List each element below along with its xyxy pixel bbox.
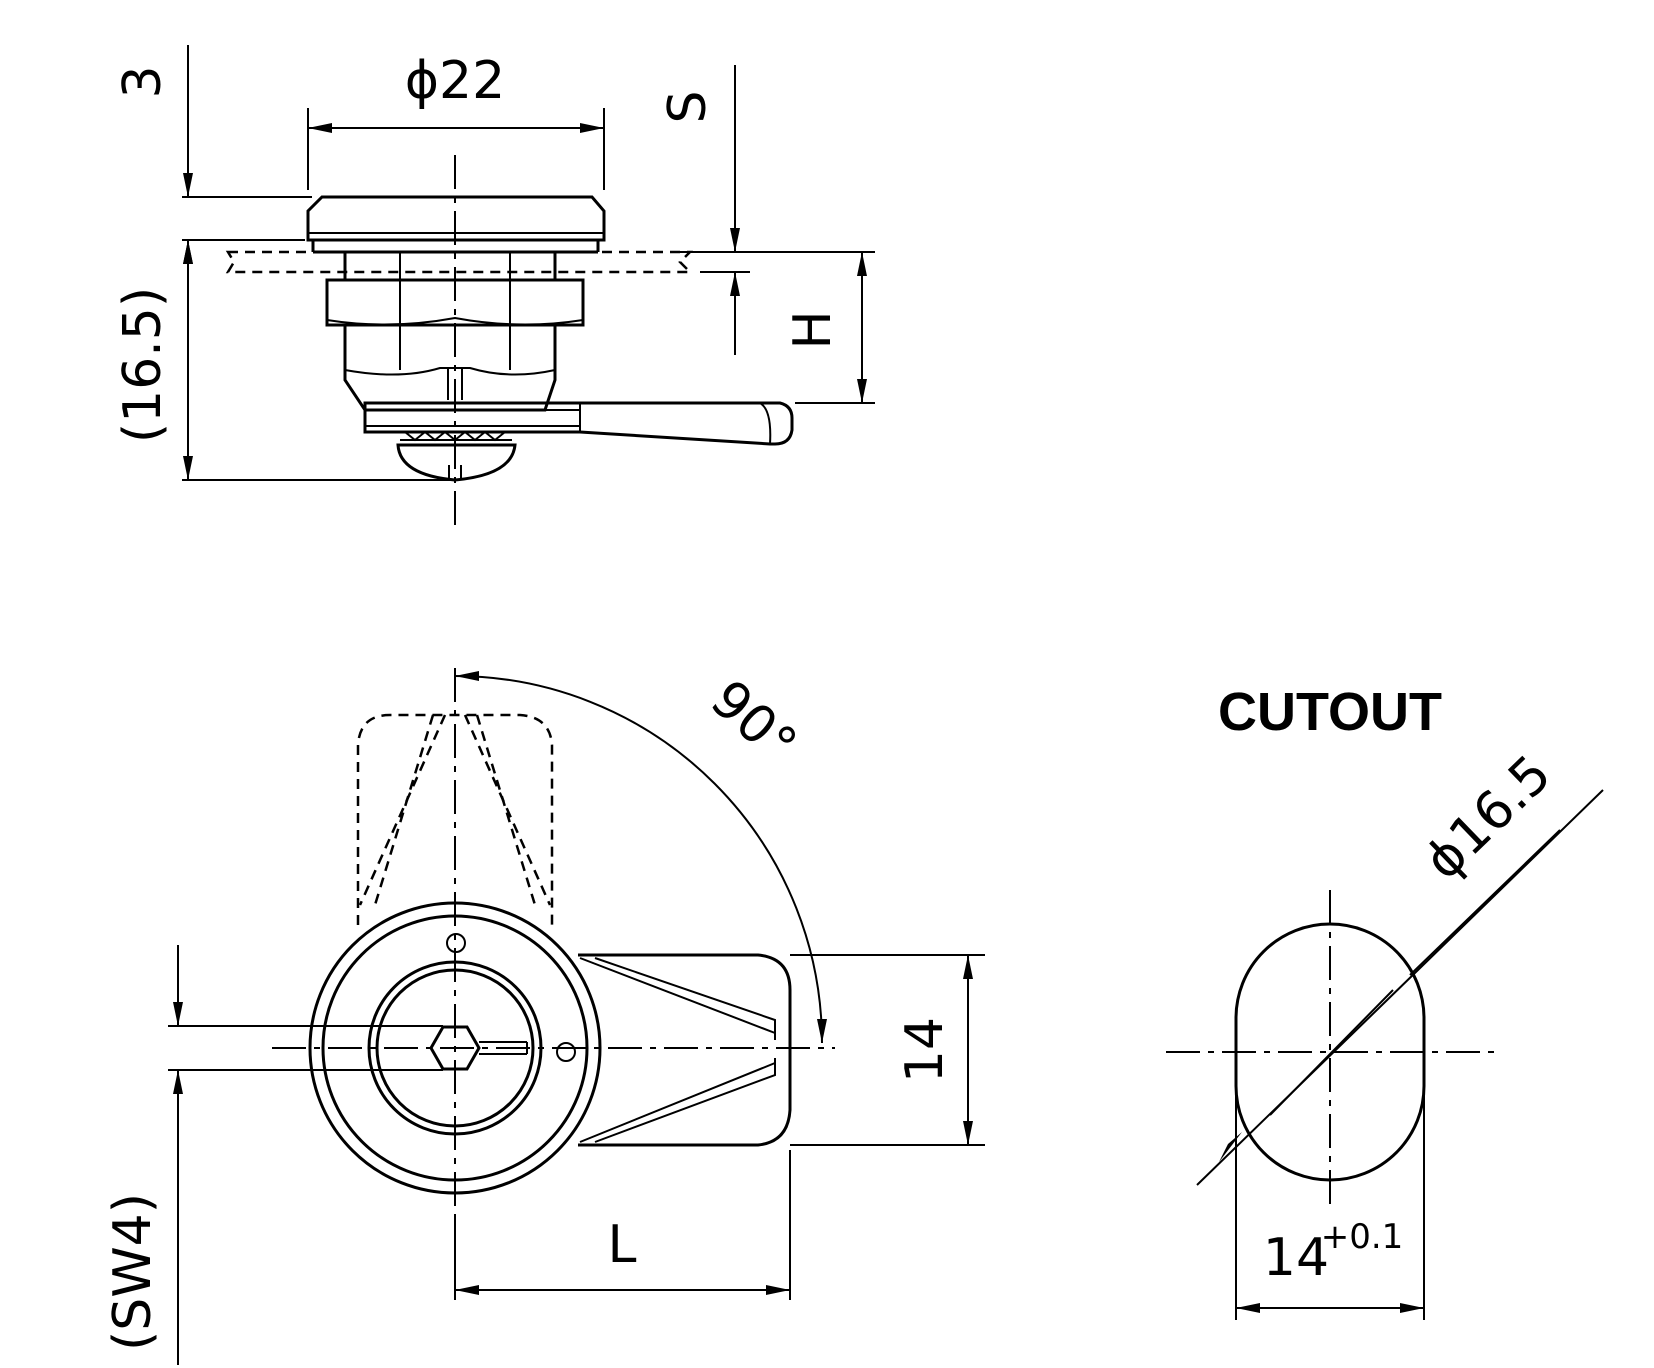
panel-outline: [225, 250, 694, 274]
dim-cutout-diameter: ϕ16.5: [1413, 744, 1563, 891]
side-view: ϕ22 3 S (16.5) H: [113, 45, 875, 525]
cam-arm: [363, 401, 794, 446]
front-view: 90° 14 L (SW4): [103, 668, 985, 1365]
dim-cutout-tolerance: +0.1: [1321, 1217, 1404, 1257]
dim-height-total: (16.5): [113, 287, 173, 443]
cam-arm-front: [578, 953, 792, 1147]
cutout-view: CUTOUT ϕ16.5 14 +0.1: [1166, 682, 1604, 1320]
lock-flange: [306, 195, 606, 242]
angle-arc: [454, 671, 827, 1044]
cutout-title: CUTOUT: [1218, 682, 1442, 742]
dim-cutout-width: 14: [1263, 1228, 1329, 1288]
dim-diameter-22: ϕ22: [405, 51, 505, 111]
cutout-shape: [1234, 922, 1426, 1182]
dim-key-sw4: (SW4): [103, 1193, 163, 1351]
dim-flange-3: 3: [113, 65, 173, 98]
dim-panel-s: S: [658, 90, 718, 123]
dim-cam-length-l: L: [608, 1215, 637, 1275]
dim-cam-width-14: 14: [895, 1017, 955, 1083]
dim-cam-height-h: H: [783, 310, 843, 349]
screw-head: [396, 443, 517, 482]
hex-nut: [325, 278, 585, 327]
dim-angle-90: 90°: [699, 669, 808, 775]
